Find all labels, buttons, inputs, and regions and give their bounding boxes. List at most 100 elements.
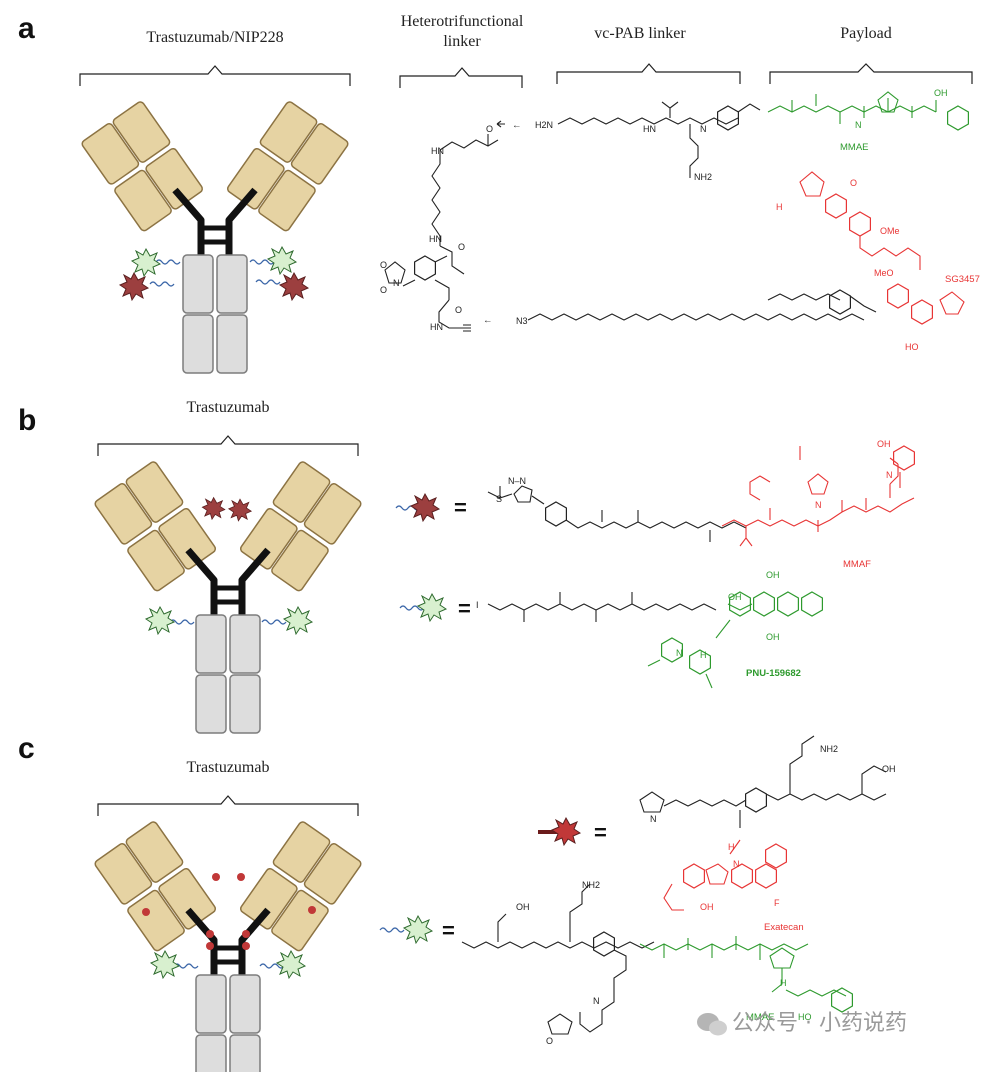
atoms-mmaf: S N–N OH N N bbox=[496, 439, 893, 510]
mmaf-linker-structure bbox=[487, 485, 747, 542]
red-payload-icon bbox=[237, 873, 245, 881]
panel-c: c Trastuzumab = = bbox=[18, 732, 896, 1072]
green-payload-icon bbox=[276, 950, 306, 979]
svg-text:N: N bbox=[676, 648, 683, 658]
sg-linker-structure bbox=[527, 289, 877, 321]
antibody-bracket-a bbox=[79, 65, 351, 86]
mmae-linker-structure-c bbox=[461, 883, 655, 1035]
svg-text:H: H bbox=[700, 650, 707, 660]
linker-bracket bbox=[399, 67, 523, 88]
panel-letter-b: b bbox=[18, 404, 36, 437]
svg-text:S: S bbox=[496, 494, 502, 504]
red-payload-icon bbox=[212, 873, 220, 881]
red-payload-icon bbox=[206, 942, 214, 950]
antibody-a bbox=[81, 100, 350, 373]
payload-label-mmae-c: MMAE bbox=[746, 1012, 775, 1023]
red-payload-icon bbox=[242, 942, 250, 950]
svg-text:O: O bbox=[546, 1036, 553, 1046]
red-payload-legend-icon bbox=[551, 817, 581, 846]
svg-text:OH: OH bbox=[877, 439, 891, 449]
mmaf-structure bbox=[721, 445, 916, 547]
payload-label-exatecan: Exatecan bbox=[764, 922, 804, 933]
antibody-b bbox=[94, 460, 363, 733]
svg-text:HN: HN bbox=[431, 146, 444, 156]
antibody-bracket-b bbox=[97, 435, 359, 456]
svg-text:HO: HO bbox=[905, 342, 919, 352]
payload-label-sg3457: SG3457 bbox=[945, 274, 980, 285]
pnu-linker-structure bbox=[487, 592, 717, 622]
svg-text:N3: N3 bbox=[516, 316, 528, 326]
svg-text:OH: OH bbox=[728, 592, 742, 602]
equals-c2: = bbox=[442, 918, 455, 943]
sg3457-structure bbox=[799, 171, 965, 325]
watermark: 公众号 · 小药说药 bbox=[697, 1011, 907, 1036]
svg-text:HN: HN bbox=[429, 234, 442, 244]
equals-b1: = bbox=[454, 495, 467, 520]
linker-atoms: HN O O HN O N O O HN bbox=[380, 124, 493, 332]
svg-text:OH: OH bbox=[934, 88, 948, 98]
green-payload-icon bbox=[145, 606, 175, 635]
equals-b2: = bbox=[458, 596, 471, 621]
svg-text:O: O bbox=[486, 124, 493, 134]
panel-a: a Trastuzumab/NIP228 Heterotrifunctional… bbox=[18, 12, 980, 373]
red-payload-icon bbox=[142, 908, 150, 916]
svg-text:NH2: NH2 bbox=[820, 744, 838, 754]
antibody-c bbox=[94, 820, 363, 1072]
equals-c1: = bbox=[594, 820, 607, 845]
arrow-bottom: ← bbox=[483, 315, 493, 326]
red-payload-icon bbox=[206, 930, 214, 938]
payload-label-pnu: PNU-159682 bbox=[746, 668, 801, 679]
svg-text:O: O bbox=[850, 178, 857, 188]
payloads-c bbox=[142, 873, 316, 979]
linker-header-line1: Heterotrifunctional bbox=[401, 13, 524, 30]
green-payload-icon bbox=[267, 246, 297, 275]
red-payload-icon bbox=[308, 906, 316, 914]
wechat-icon bbox=[697, 1013, 727, 1036]
svg-text:HN: HN bbox=[430, 322, 443, 332]
svg-text:OH: OH bbox=[516, 902, 530, 912]
svg-text:MeO: MeO bbox=[874, 268, 894, 278]
atoms-bottom: N3 H O OMe MeO HO bbox=[516, 178, 919, 352]
svg-text:I: I bbox=[476, 600, 479, 610]
svg-text:O: O bbox=[458, 242, 465, 252]
green-payload-icon bbox=[283, 606, 313, 635]
svg-text:F: F bbox=[774, 898, 780, 908]
atoms-exatecan: NH2 OH N H N F OH bbox=[650, 744, 896, 912]
svg-text:NH2: NH2 bbox=[582, 880, 600, 890]
vcpab-bracket bbox=[556, 63, 741, 84]
red-payload-icon bbox=[202, 497, 226, 520]
exatecan-linker-structure bbox=[639, 735, 887, 828]
svg-text:NH2: NH2 bbox=[694, 172, 712, 182]
svg-text:H: H bbox=[728, 842, 735, 852]
vcpab-mmae-structure bbox=[557, 101, 761, 178]
pnu-structure bbox=[647, 591, 824, 689]
payload-header: Payload bbox=[840, 25, 892, 42]
red-payload-icon bbox=[279, 272, 309, 301]
panel-letter-c: c bbox=[18, 732, 35, 765]
svg-text:HO: HO bbox=[798, 1012, 812, 1022]
green-payload-legend-icon bbox=[417, 593, 447, 622]
svg-text:N: N bbox=[650, 814, 657, 824]
svg-text:O: O bbox=[455, 305, 462, 315]
svg-text:O: O bbox=[380, 285, 387, 295]
svg-text:H: H bbox=[776, 202, 783, 212]
linker-structure bbox=[384, 120, 505, 332]
antibody-header-b: Trastuzumab bbox=[187, 399, 270, 416]
svg-text:N: N bbox=[593, 996, 600, 1006]
antibody-bracket-c bbox=[97, 795, 359, 816]
red-payload-icon bbox=[228, 498, 252, 522]
payload-bracket bbox=[769, 63, 973, 84]
svg-text:N: N bbox=[733, 859, 740, 869]
payload-label-mmaf: MMAF bbox=[843, 559, 871, 570]
panel-letter-a: a bbox=[18, 12, 35, 45]
green-payload-icon bbox=[150, 950, 180, 979]
atoms-mmae-c: NH2 OH N O H HO bbox=[516, 880, 812, 1046]
svg-text:N: N bbox=[886, 470, 893, 480]
svg-text:OH: OH bbox=[766, 570, 780, 580]
exatecan-structure bbox=[663, 839, 788, 911]
linker-header-line2: linker bbox=[443, 33, 481, 50]
watermark-text: 公众号 · 小药说药 bbox=[732, 1011, 907, 1036]
vcpab-header: vc-PAB linker bbox=[594, 25, 686, 42]
panel-b: b Trastuzumab = = bbox=[18, 399, 916, 733]
